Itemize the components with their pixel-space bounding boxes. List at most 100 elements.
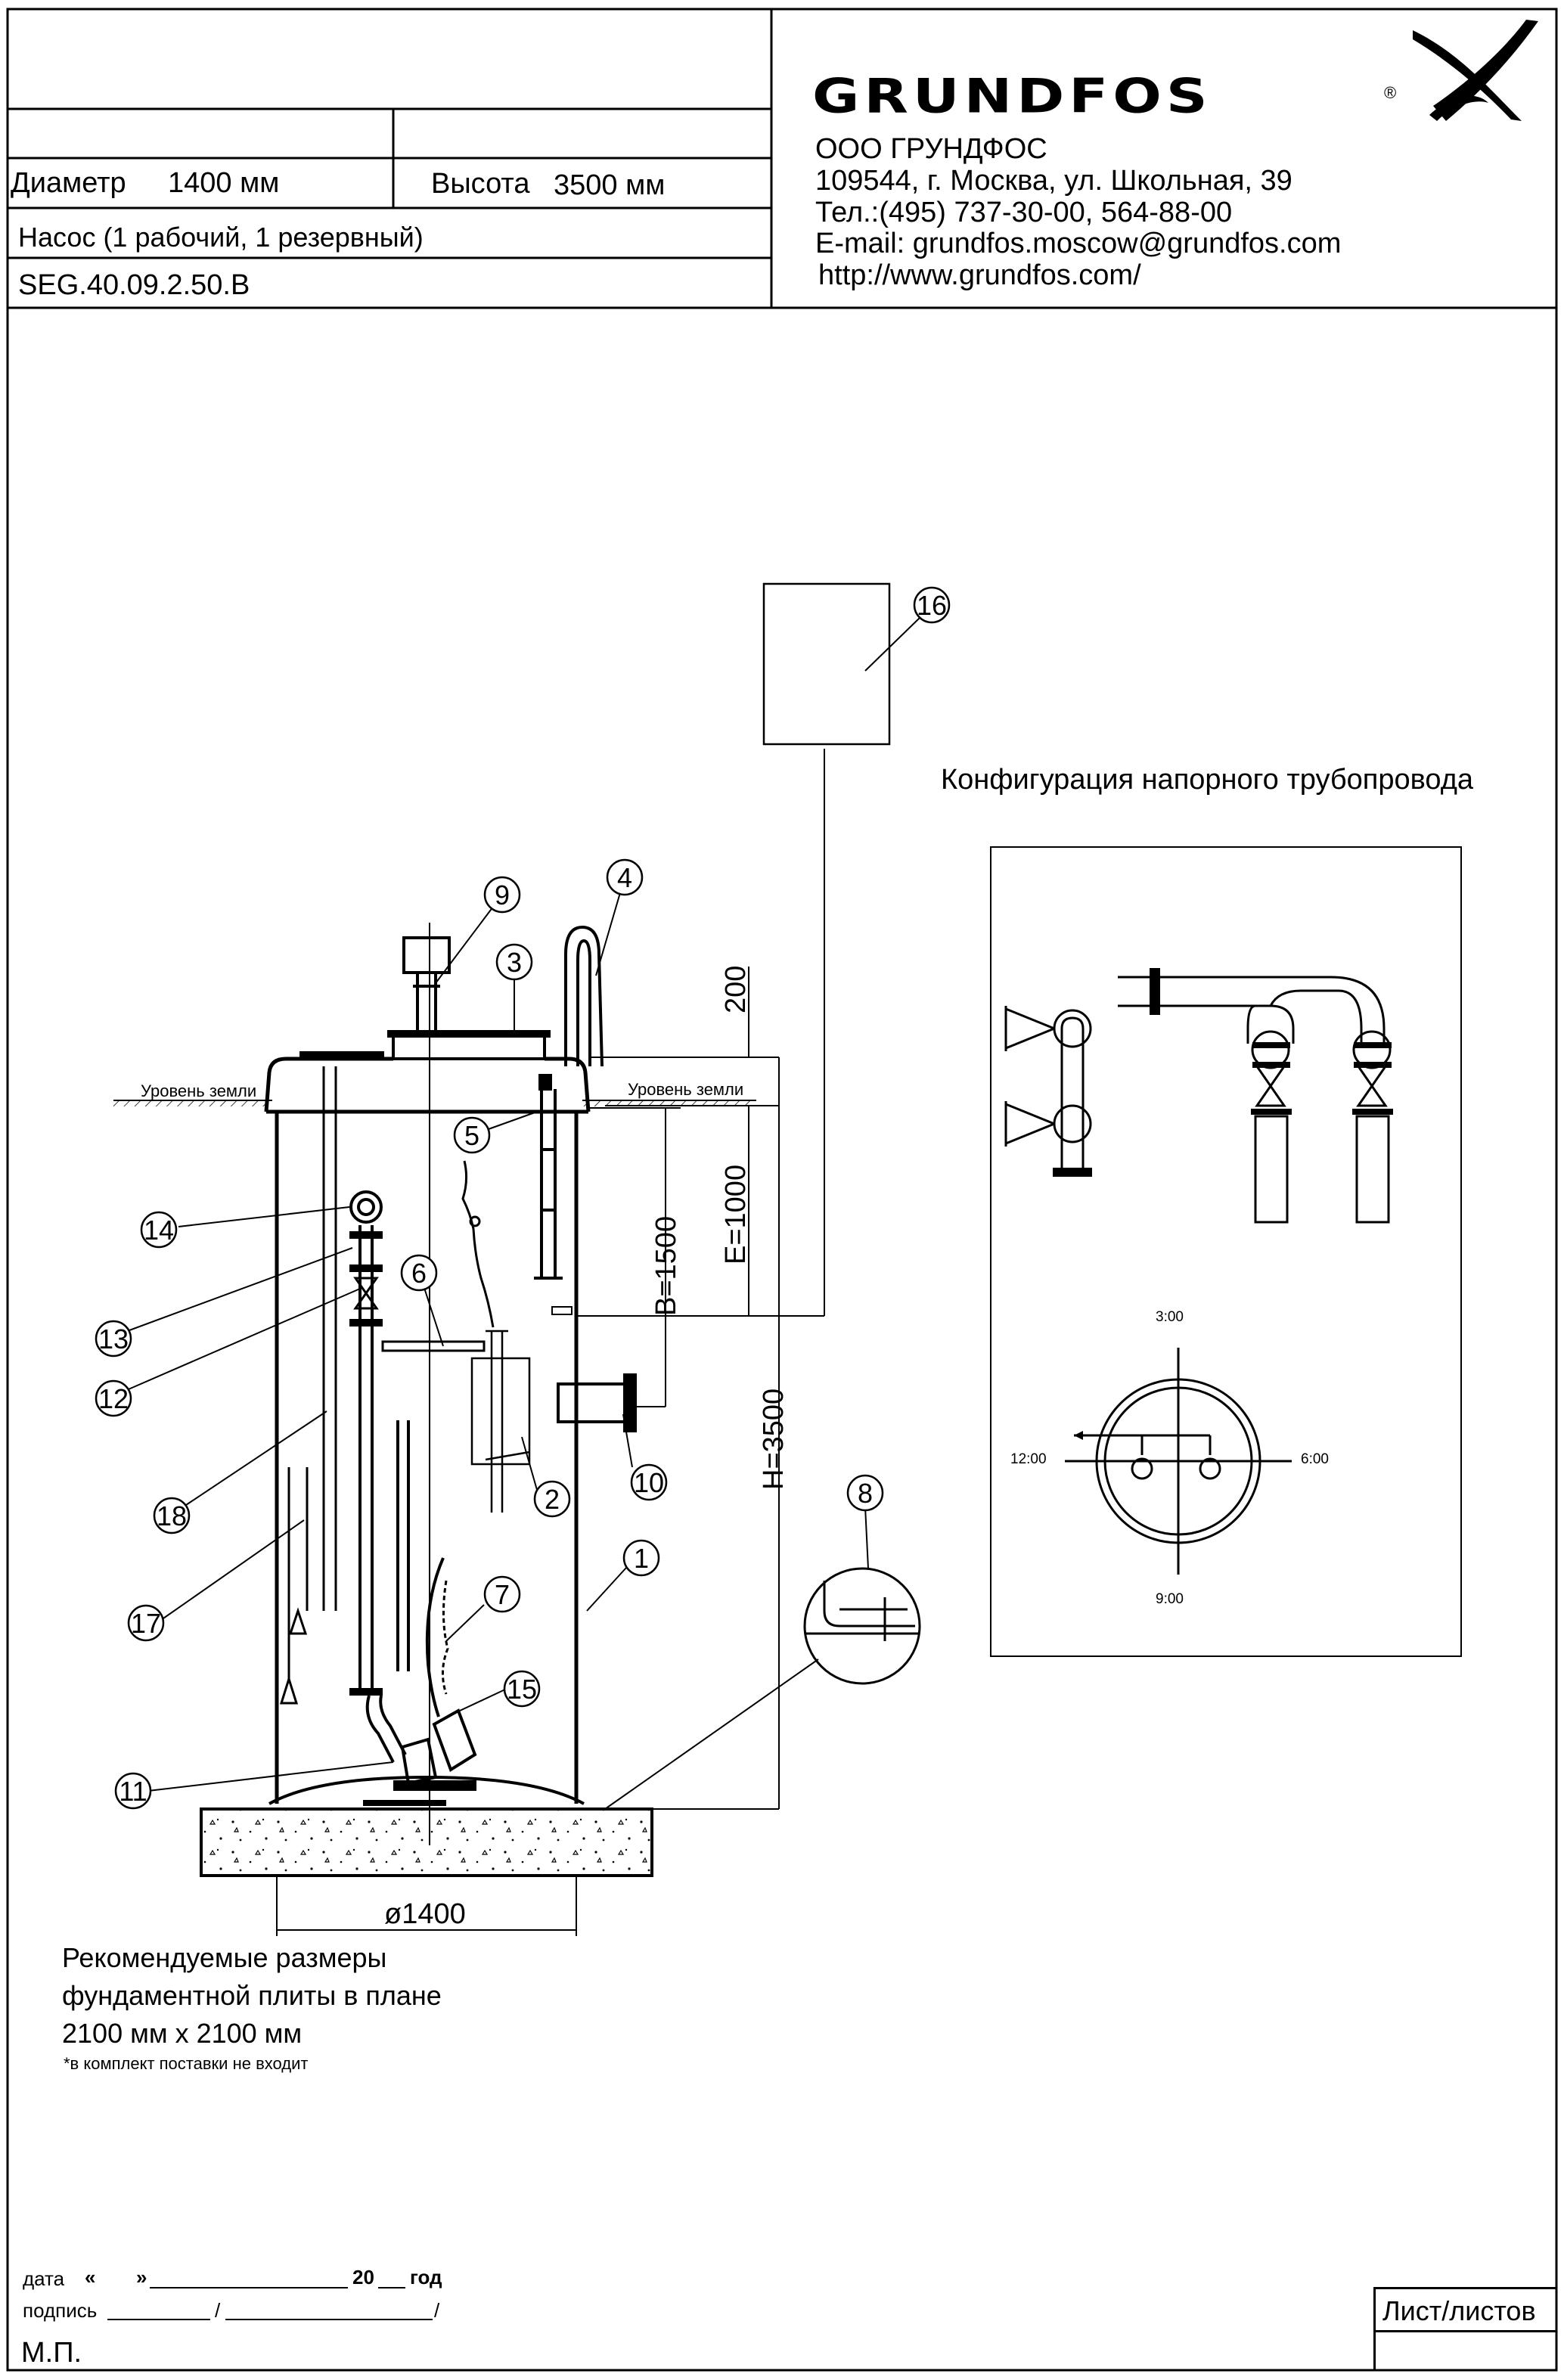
foundation-note-3: 2100 мм х 2100 мм xyxy=(62,2018,303,2049)
diameter-dimension xyxy=(276,1876,577,1936)
company-website[interactable]: http://www.grundfos.com/ xyxy=(818,259,1141,291)
callout-14: 14 xyxy=(143,1215,175,1246)
pump-lifting-chain xyxy=(442,1580,449,1695)
date-quote-close: » xyxy=(136,2266,147,2288)
height-value: 3500 мм xyxy=(554,169,666,201)
callout-1: 1 xyxy=(633,1543,650,1574)
dim-diameter: ø1400 xyxy=(384,1898,466,1930)
ground-level-left: Уровень земли xyxy=(141,1081,257,1100)
riser-left-flange-b xyxy=(1252,1062,1290,1068)
ground-line-right xyxy=(582,1100,756,1106)
bracket-plate xyxy=(381,1340,486,1352)
dimension-lines xyxy=(575,749,825,1810)
guide-chain xyxy=(461,1160,495,1328)
pipeline-frame xyxy=(990,846,1462,1657)
float-marker xyxy=(551,1306,573,1315)
flange-lower xyxy=(349,1319,383,1327)
outer-frame xyxy=(6,8,1558,2372)
sheet-box xyxy=(1373,2287,1557,2371)
riser-right-flange-a xyxy=(1354,1042,1392,1048)
pipeline-title: Конфигурация напорного трубопровода xyxy=(941,764,1474,796)
callout-2: 2 xyxy=(544,1484,560,1515)
diameter-label: Диаметр xyxy=(11,167,126,199)
ladder-bracket xyxy=(538,1074,552,1091)
sheet-box-divider xyxy=(1376,2330,1557,2332)
year-line[interactable] xyxy=(378,2287,405,2288)
tank-top-hatch-plate xyxy=(299,1051,384,1060)
sign-slash-2: / xyxy=(434,2299,440,2322)
company-name: ООО ГРУНДФОС xyxy=(815,133,1047,165)
callout-9: 9 xyxy=(494,880,510,911)
year-prefix: 20 xyxy=(352,2266,374,2288)
callout-circles xyxy=(95,586,951,1810)
foundation-note-2: фундаментной плиты в плане xyxy=(62,1980,442,2011)
sheet-label: Лист/листов xyxy=(1382,2295,1536,2326)
control-box xyxy=(762,582,891,746)
title-block-grid xyxy=(8,9,1556,309)
clock-top: 3:00 xyxy=(1156,1309,1184,1325)
callout-18: 18 xyxy=(156,1500,188,1531)
company-email: E-mail: grundfos.moscow@grundfos.com xyxy=(815,228,1342,259)
dim-e: E=1000 xyxy=(720,1164,752,1264)
side-flange xyxy=(1053,1168,1092,1177)
plan-arrow-icon xyxy=(1074,1431,1083,1440)
callout-3: 3 xyxy=(506,947,523,978)
clock-left: 12:00 xyxy=(1010,1451,1047,1467)
vent-riser xyxy=(402,936,451,1030)
tank-collar-cap xyxy=(387,1030,551,1038)
pipeline-side-view xyxy=(1004,1006,1092,1176)
pipeline-plan-view xyxy=(1065,1348,1292,1575)
callout-4: 4 xyxy=(616,862,633,893)
callout-12: 12 xyxy=(98,1383,129,1414)
height-label: Высота xyxy=(431,168,530,200)
ground-level-right: Уровень земли xyxy=(628,1080,744,1099)
tank-collar xyxy=(392,1035,546,1060)
second-column xyxy=(396,1420,410,1671)
check-valve-icon xyxy=(353,1277,379,1310)
tank-body xyxy=(264,1057,591,1804)
foundation-footnote: *в комплект поставки не входит xyxy=(64,2054,309,2073)
riser-right-flange-c xyxy=(1352,1109,1393,1115)
sign-line-2[interactable] xyxy=(225,2319,433,2320)
pump-foot xyxy=(363,1800,446,1806)
dim-b: B=1500 xyxy=(650,1215,682,1316)
callout-5: 5 xyxy=(464,1120,480,1151)
ground-line-left xyxy=(113,1100,272,1106)
grundfos-x-logo-icon xyxy=(1413,20,1538,121)
flange-mid xyxy=(349,1264,383,1272)
registered-mark: ® xyxy=(1384,83,1397,102)
date-month-line[interactable] xyxy=(150,2287,348,2288)
callout-10: 10 xyxy=(633,1467,665,1498)
flange-bottom xyxy=(349,1688,383,1696)
riser-right xyxy=(1352,1030,1392,1224)
sign-label: подпись xyxy=(23,2299,98,2322)
riser-right-flange-b xyxy=(1354,1062,1392,1068)
riser-left-flange-c xyxy=(1251,1109,1292,1115)
callout-6: 6 xyxy=(411,1258,427,1289)
pump-assembly xyxy=(365,1557,477,1786)
callout-16: 16 xyxy=(916,590,948,621)
level-sensor-assembly xyxy=(470,1330,531,1513)
callout-11: 11 xyxy=(119,1776,147,1807)
dim-h: H=3500 xyxy=(758,1388,790,1490)
outlet-pipe xyxy=(557,1373,637,1432)
foundation-note-1: Рекомендуемые размеры xyxy=(62,1942,387,1973)
detail-8 xyxy=(803,1567,921,1685)
model-code: SEG.40.09.2.50.B xyxy=(18,269,250,301)
callout-7: 7 xyxy=(494,1579,510,1610)
flange-upper xyxy=(349,1231,383,1239)
date-label: дата xyxy=(23,2267,65,2290)
sign-line-1[interactable] xyxy=(107,2319,210,2320)
diameter-value: 1400 мм xyxy=(168,167,280,199)
foundation-slab xyxy=(200,1807,653,1877)
float-switch-17 xyxy=(279,1467,309,1705)
callout-13: 13 xyxy=(98,1323,129,1354)
clock-bottom: 9:00 xyxy=(1156,1591,1184,1607)
stamp-label: М.П. xyxy=(21,2337,82,2369)
pump-base xyxy=(393,1780,476,1791)
callout-15: 15 xyxy=(506,1674,538,1705)
date-quote-open: « xyxy=(85,2266,96,2288)
sign-slash-1: / xyxy=(215,2299,221,2322)
header-flange xyxy=(1150,968,1160,1015)
